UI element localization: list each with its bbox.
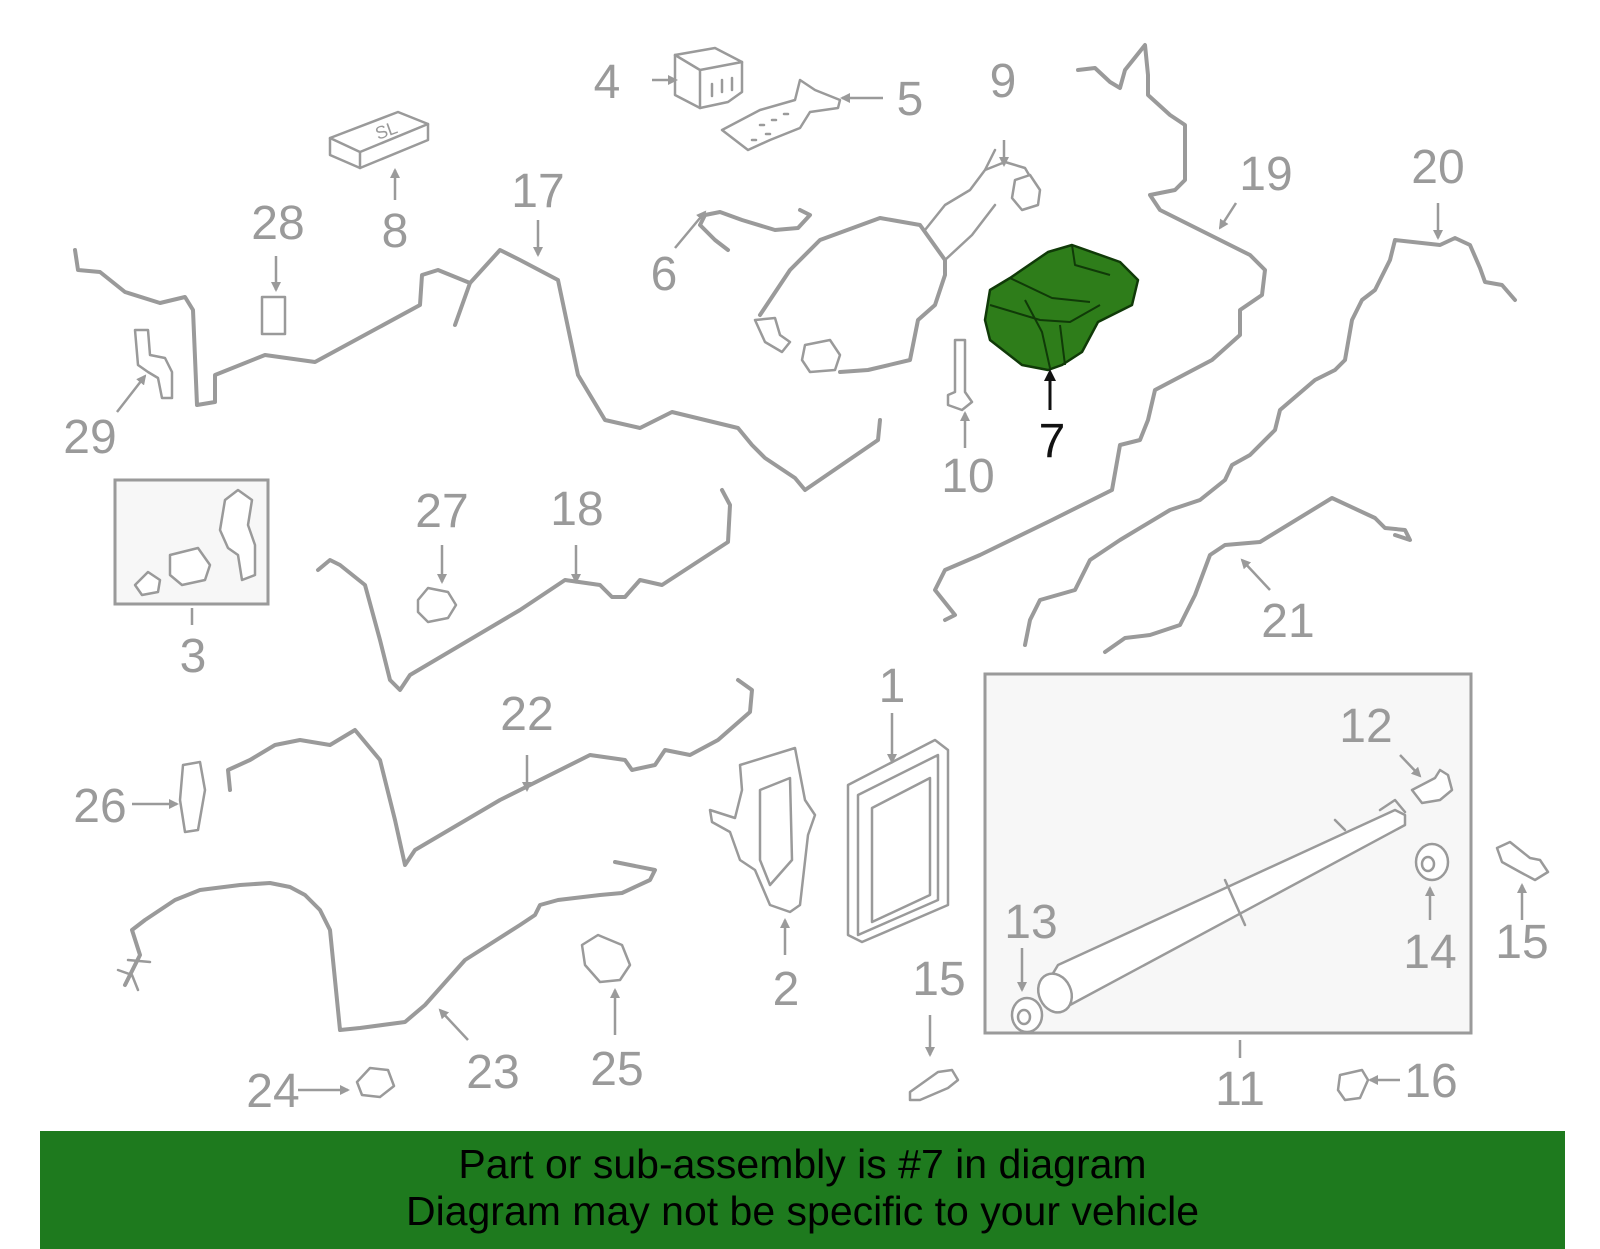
harness-9-bracket xyxy=(753,316,792,354)
callout-13: 13 xyxy=(1004,896,1057,949)
harness-9-branch xyxy=(923,148,1037,262)
callout-19: 19 xyxy=(1239,148,1292,201)
pipe-19 xyxy=(933,43,1267,622)
pipe-18 xyxy=(316,488,732,692)
callout-24: 24 xyxy=(246,1065,299,1118)
part-14-bushing xyxy=(1414,842,1450,882)
banner-line-1: Part or sub-assembly is #7 in diagram xyxy=(458,1141,1147,1187)
harness-9-connector-b xyxy=(1010,173,1042,212)
part-11-strut xyxy=(1036,798,1407,1014)
part-29-clip xyxy=(133,328,174,400)
part-1-ecu xyxy=(846,738,950,944)
callout-8: 8 xyxy=(382,205,409,258)
part-2-cutout xyxy=(758,776,794,887)
part-16-grommet xyxy=(1336,1068,1370,1102)
banner-line-2: Diagram may not be specific to your vehi… xyxy=(405,1188,1199,1234)
pipe-21 xyxy=(1103,496,1412,654)
callout-11: 11 xyxy=(1215,1063,1265,1116)
callout-14: 14 xyxy=(1403,926,1456,979)
pipe-17-branch xyxy=(453,281,472,327)
callout-25: 25 xyxy=(590,1043,643,1096)
part-24-clip xyxy=(355,1066,396,1099)
pipe-23 xyxy=(123,860,657,1032)
callout-1: 1 xyxy=(879,660,906,713)
callout-17: 17 xyxy=(511,165,564,218)
pipe-20 xyxy=(1023,236,1517,647)
callout-10: 10 xyxy=(941,450,994,503)
callout-26: 26 xyxy=(73,780,126,833)
part-7-module xyxy=(983,243,1140,372)
callout-4: 4 xyxy=(594,56,621,109)
harness-9-connector-a xyxy=(800,338,842,374)
pipe-23-end-clip xyxy=(116,958,152,992)
callout-21: 21 xyxy=(1261,595,1314,648)
part-8-label-block: SL xyxy=(328,110,430,170)
callout-3: 3 xyxy=(180,630,207,683)
part-2-bracket xyxy=(708,746,817,914)
callout-9: 9 xyxy=(990,55,1017,108)
callout-16: 16 xyxy=(1404,1055,1457,1108)
callout-27: 27 xyxy=(415,485,468,538)
callout-20: 20 xyxy=(1411,141,1464,194)
callout-2: 2 xyxy=(773,963,800,1016)
callout-22: 22 xyxy=(500,688,553,741)
tube-6 xyxy=(698,208,812,252)
part-26-clip xyxy=(178,760,207,834)
part-5-bracket xyxy=(720,78,842,152)
pipe-22 xyxy=(226,678,754,867)
part-25-sensor xyxy=(580,933,632,984)
part-3-block xyxy=(168,546,212,587)
harness-9 xyxy=(758,216,947,374)
part-27-clip xyxy=(416,586,458,624)
part-10-bolt xyxy=(946,338,974,412)
part-28-tag xyxy=(260,295,287,336)
part-15-stud-left xyxy=(908,1068,960,1102)
part-5-holes xyxy=(750,112,790,142)
callout-5: 5 xyxy=(897,73,924,126)
callout-7: 7 xyxy=(1039,415,1066,468)
part-3-bracket xyxy=(218,488,257,582)
part-15-stud-right xyxy=(1495,840,1550,882)
info-banner: Part or sub-assembly is #7 in diagram Di… xyxy=(40,1131,1565,1249)
callout-15-left: 15 xyxy=(912,953,965,1006)
part-4-relay xyxy=(673,46,744,110)
part-13-bushing xyxy=(1010,996,1044,1034)
callout-29: 29 xyxy=(63,411,116,464)
callout-6: 6 xyxy=(651,248,678,301)
leader-arrows xyxy=(116,75,1527,1095)
pipe-17 xyxy=(73,248,882,492)
callout-15-right: 15 xyxy=(1495,916,1548,969)
callout-18: 18 xyxy=(550,483,603,536)
callout-12: 12 xyxy=(1339,700,1392,753)
callout-23: 23 xyxy=(466,1046,519,1099)
part-3-clip xyxy=(133,570,162,597)
part-12-bolt xyxy=(1410,768,1454,805)
callout-28: 28 xyxy=(251,197,304,250)
